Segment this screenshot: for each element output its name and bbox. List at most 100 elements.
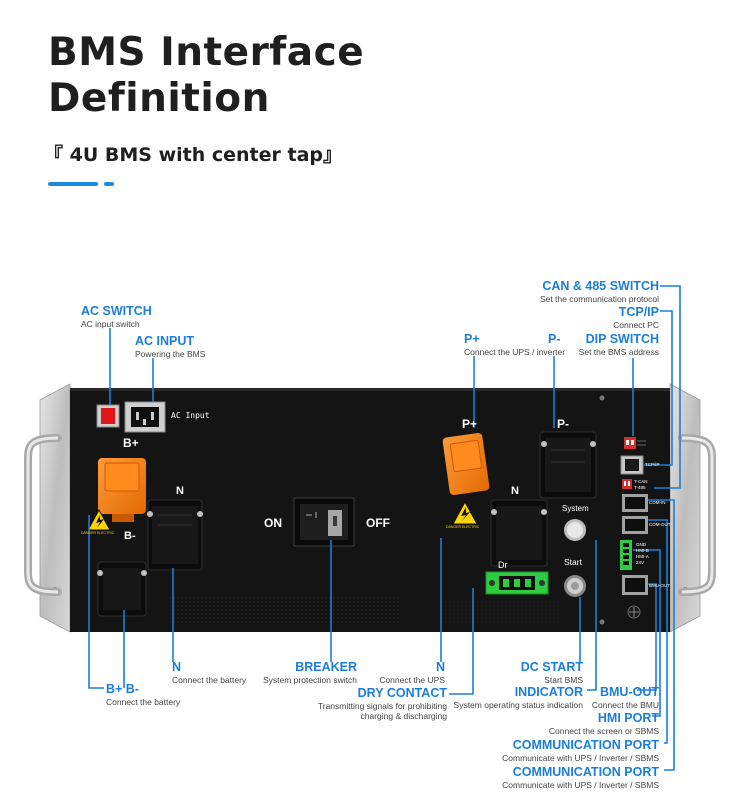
page-subtitle: 『 4U BMS with center tap』 — [44, 144, 342, 166]
callout-desc: System operating status indication — [453, 699, 583, 710]
callout-desc: Set the communication protocol — [539, 293, 659, 304]
danger-sign-left — [87, 508, 111, 531]
callout-title: DIP SWITCH — [585, 332, 659, 346]
callout-title: AC INPUT — [135, 334, 195, 348]
callout-dry-contact: DRY CONTACT Transmitting signals for pro… — [318, 687, 447, 721]
24v-panel-label: 24V — [636, 560, 645, 565]
callout-title: N — [172, 660, 182, 674]
callout-dc-start: DC START Start BMS — [521, 661, 583, 685]
gnd-panel-label: GND — [636, 542, 646, 547]
system-panel-label: System — [562, 504, 589, 513]
callout-desc: Transmitting signals for prohibiting — [317, 700, 447, 711]
p-plus-panel-label: P+ — [462, 417, 478, 431]
callout-title: HMI PORT — [597, 711, 659, 725]
vent-left — [170, 595, 400, 625]
p-minus-connector[interactable] — [539, 431, 597, 499]
callout-tcpip: TCP/IP Connect PC — [613, 306, 659, 330]
callout-n-battery: N Connect the battery — [172, 661, 246, 685]
callout-title: DRY CONTACT — [357, 686, 447, 700]
leader-lines — [88, 285, 681, 771]
b-plus-connector[interactable] — [98, 458, 146, 522]
accent-bar-long — [48, 182, 98, 186]
callout-desc: Connect the battery — [106, 696, 181, 707]
callout-title: P- — [548, 332, 561, 346]
callout-p-minus: P- — [548, 333, 561, 346]
tcp-panel-label: TCP/IP — [645, 462, 660, 467]
p-minus-panel-label: P- — [557, 417, 569, 431]
callout-title: BMU-OUT — [599, 685, 659, 699]
callout-title: P+ — [464, 332, 480, 346]
start-button[interactable] — [564, 575, 586, 597]
vent-right — [440, 600, 560, 625]
b-minus-connector[interactable] — [97, 561, 147, 617]
tcp-ip-port[interactable] — [620, 455, 644, 475]
callout-n-ups: N Connect the UPS — [379, 661, 445, 685]
ground-screw — [627, 605, 641, 619]
callout-hmi-port: HMI PORT Connect the screen or SBMS — [549, 712, 659, 736]
callout-title: B+ B- — [106, 682, 139, 696]
on-label: ON — [264, 516, 282, 530]
callout-title: COMMUNICATION PORT — [512, 765, 659, 779]
danger-text-left: DANGER ELECTRIC — [81, 531, 115, 535]
callout-desc: Start BMS — [544, 674, 583, 685]
callout-comm-port-1: COMMUNICATION PORT Communicate with UPS … — [502, 739, 659, 763]
dry-panel-label: Dr — [498, 560, 508, 570]
danger-text-right: DANGER ELECTRIC — [446, 525, 480, 529]
com-out-panel-label: COM-OUT — [649, 522, 671, 527]
callout-desc: Connect the battery — [172, 674, 247, 685]
b-plus-panel-label: B+ — [123, 436, 139, 450]
callout-desc: Connect PC — [613, 319, 659, 330]
callout-indicator: INDICATOR System operating status indica… — [454, 686, 583, 710]
callout-title: AC SWITCH — [81, 304, 152, 318]
start-panel-label: Start — [564, 557, 582, 567]
callout-desc: Connect the UPS / inverter — [464, 346, 566, 357]
callout-desc: Set the BMS address — [578, 346, 659, 357]
callout-p-plus: P+ Connect the UPS / inverter — [464, 333, 565, 357]
callout-comm-port-2: COMMUNICATION PORT Communicate with UPS … — [502, 766, 659, 790]
hmi-terminal[interactable] — [620, 540, 632, 570]
hmi-b-panel-label: HMI-B — [636, 548, 649, 553]
accent-bar-short — [104, 182, 114, 186]
callout-ac-switch: AC SWITCH AC input switch — [81, 305, 152, 329]
dry-contact-terminal[interactable] — [485, 571, 549, 595]
page-title: BMS Interface Definition — [48, 30, 364, 122]
callout-desc: Connect the BMU — [591, 699, 659, 710]
ac-input-panel-label: AC Input — [171, 411, 210, 420]
tcan-panel-label: T-CAN — [634, 479, 648, 484]
n-right-connector[interactable] — [490, 499, 548, 567]
com-in-port[interactable] — [622, 494, 648, 512]
title-line-2: Definition — [48, 76, 270, 121]
callout-desc: System protection switch — [262, 674, 357, 685]
callout-desc: Powering the BMS — [135, 348, 206, 359]
callout-title: TCP/IP — [618, 305, 659, 319]
callout-desc-2: charging & discharging — [360, 710, 447, 721]
callout-desc: Connect the UPS — [379, 674, 445, 685]
off-label: OFF — [366, 516, 390, 530]
com-in-panel-label: COM-IN — [649, 500, 666, 505]
b-minus-panel-label: B- — [124, 530, 136, 542]
callout-title: INDICATOR — [514, 685, 583, 699]
callout-title: COMMUNICATION PORT — [512, 738, 659, 752]
bmu-out-port[interactable] — [622, 575, 648, 595]
callout-desc: Connect the screen or SBMS — [548, 725, 659, 736]
title-line-1: BMS Interface — [48, 30, 365, 75]
callout-can485: CAN & 485 SWITCH Set the communication p… — [540, 280, 659, 304]
callout-title: DC START — [520, 660, 583, 674]
com-out-port[interactable] — [622, 516, 648, 534]
breaker[interactable] — [293, 497, 355, 547]
can-485-switch[interactable] — [622, 479, 632, 489]
n-left-connector[interactable] — [147, 499, 203, 571]
dip-can-switch[interactable] — [624, 437, 636, 449]
callout-dip-switch: DIP SWITCH Set the BMS address — [579, 333, 659, 357]
callout-desc: Communicate with UPS / Inverter / SBMS — [502, 779, 659, 790]
callout-bmu-out: BMU-OUT Connect the BMU — [592, 686, 659, 710]
n-left-panel-label: N — [176, 485, 184, 497]
danger-sign-right — [452, 500, 478, 525]
p-plus-connector[interactable] — [442, 432, 490, 495]
callout-breaker: BREAKER System protection switch — [263, 661, 357, 685]
callout-title: CAN & 485 SWITCH — [542, 279, 659, 293]
n-right-panel-label: N — [511, 485, 519, 497]
system-indicator — [564, 519, 586, 541]
hmi-a-panel-label: HMI-A — [636, 554, 649, 559]
